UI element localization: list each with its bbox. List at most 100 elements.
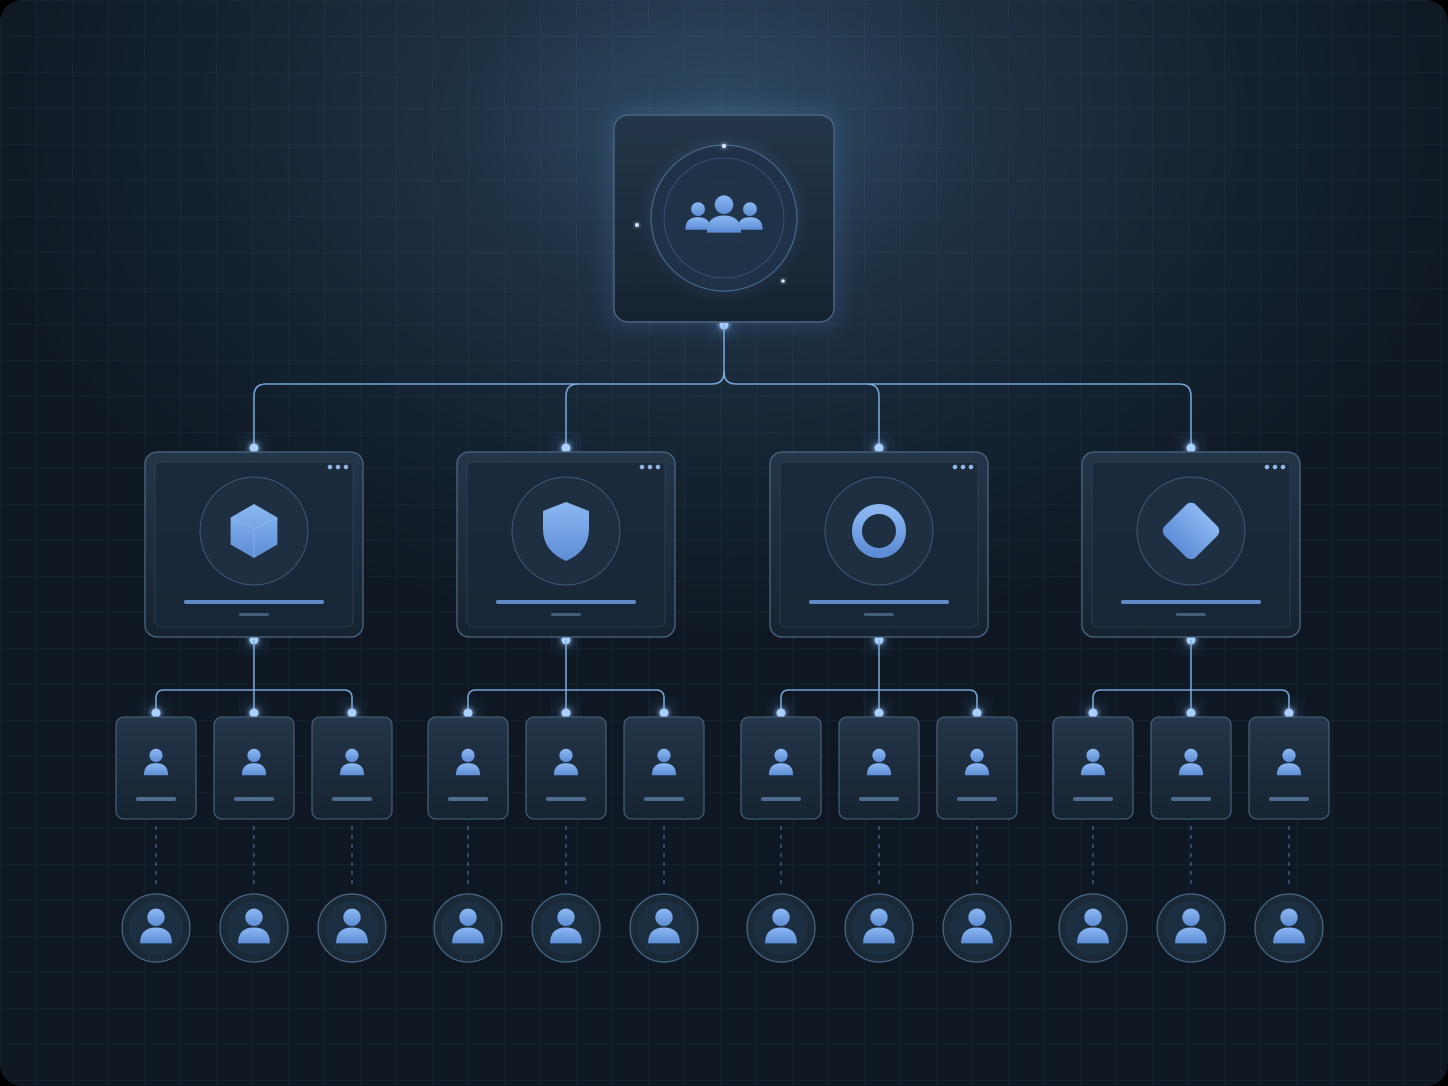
subordinate-avatar-2-2[interactable] — [531, 893, 601, 963]
subordinate-avatar-3-1[interactable] — [746, 893, 816, 963]
member-card-4-2[interactable] — [1150, 716, 1232, 820]
member-card-4-1[interactable] — [1052, 716, 1134, 820]
department-node-3[interactable] — [769, 451, 989, 638]
department-title-bar — [1121, 600, 1261, 604]
team-icon — [685, 195, 763, 233]
menu-dot — [335, 464, 341, 470]
connector-dot — [1284, 708, 1294, 718]
sparkle — [721, 143, 727, 149]
person-head — [743, 202, 757, 217]
hexagon-icon — [230, 504, 278, 558]
person-head — [343, 908, 361, 926]
subordinate-avatar-1-1[interactable] — [121, 893, 191, 963]
member-name-bar — [1073, 797, 1113, 801]
connector-dot — [1088, 708, 1098, 718]
subordinate-avatar-1-2[interactable] — [219, 893, 289, 963]
person-body — [452, 927, 484, 944]
member-name-bar — [332, 797, 372, 801]
person-head — [245, 908, 263, 926]
connector-dot — [874, 443, 884, 453]
member-card-2-1[interactable] — [427, 716, 509, 820]
member-card-3-1[interactable] — [740, 716, 822, 820]
person-body — [1273, 927, 1305, 944]
connector-dot — [249, 443, 259, 453]
avatar-person-icon — [550, 908, 582, 944]
more-options-icon[interactable] — [327, 464, 349, 470]
more-options-icon[interactable] — [952, 464, 974, 470]
connector-line — [253, 325, 725, 448]
person-head — [1280, 908, 1298, 926]
menu-dot — [327, 464, 333, 470]
department-subtitle-bar — [1176, 613, 1206, 616]
person-head — [1184, 748, 1198, 763]
subordinate-avatar-4-1[interactable] — [1058, 893, 1128, 963]
department-node-4[interactable] — [1081, 451, 1301, 638]
person-body — [866, 763, 892, 776]
team-member-center — [706, 195, 742, 233]
subordinate-avatar-3-3[interactable] — [942, 893, 1012, 963]
member-card-4-3[interactable] — [1248, 716, 1330, 820]
person-body — [964, 763, 990, 776]
subordinate-avatar-2-3[interactable] — [629, 893, 699, 963]
member-card-1-2[interactable] — [213, 716, 295, 820]
member-card-2-2[interactable] — [525, 716, 607, 820]
member-name-bar — [448, 797, 488, 801]
subordinate-avatar-2-1[interactable] — [433, 893, 503, 963]
person-head — [774, 748, 788, 763]
menu-dot — [647, 464, 653, 470]
connector-dot — [463, 708, 473, 718]
person-body — [1178, 763, 1204, 776]
member-card-3-2[interactable] — [838, 716, 920, 820]
avatar-person-icon — [961, 908, 993, 944]
person-body — [961, 927, 993, 944]
person-icon — [241, 748, 267, 776]
department-title-bar — [184, 600, 324, 604]
person-icon — [768, 748, 794, 776]
person-icon — [553, 748, 579, 776]
person-head — [772, 908, 790, 926]
member-card-2-3[interactable] — [623, 716, 705, 820]
sparkle — [781, 279, 785, 283]
person-body — [765, 927, 797, 944]
connector-dot — [151, 708, 161, 718]
person-icon — [339, 748, 365, 776]
department-subtitle-bar — [239, 613, 269, 616]
avatar-person-icon — [863, 908, 895, 944]
person-head — [655, 908, 673, 926]
shield-icon — [543, 502, 589, 561]
connector-line — [866, 383, 880, 448]
member-name-bar — [234, 797, 274, 801]
member-card-1-1[interactable] — [115, 716, 197, 820]
org-nodes — [115, 107, 1330, 963]
person-icon — [455, 748, 481, 776]
person-body — [768, 763, 794, 776]
person-body — [1077, 927, 1109, 944]
person-body — [1080, 763, 1106, 776]
team-member-left — [685, 202, 711, 230]
connector-line — [723, 371, 1192, 448]
connector-dot — [776, 708, 786, 718]
subordinate-avatar-3-2[interactable] — [844, 893, 914, 963]
member-card-3-3[interactable] — [936, 716, 1018, 820]
more-options-icon[interactable] — [639, 464, 661, 470]
avatar-person-icon — [140, 908, 172, 944]
root-node[interactable] — [606, 107, 842, 330]
menu-dot — [1264, 464, 1270, 470]
department-node-1[interactable] — [144, 451, 364, 638]
department-node-2[interactable] — [456, 451, 676, 638]
person-head — [559, 748, 573, 763]
connector-dot — [874, 708, 884, 718]
subordinate-avatar-4-2[interactable] — [1156, 893, 1226, 963]
member-card-1-3[interactable] — [311, 716, 393, 820]
menu-dot — [343, 464, 349, 470]
subordinate-avatar-4-3[interactable] — [1254, 893, 1324, 963]
person-head — [1086, 748, 1100, 763]
person-head — [1282, 748, 1296, 763]
more-options-icon[interactable] — [1264, 464, 1286, 470]
person-head — [461, 748, 475, 763]
menu-dot — [1272, 464, 1278, 470]
person-body — [238, 927, 270, 944]
person-head — [714, 195, 734, 214]
subordinate-avatar-1-3[interactable] — [317, 893, 387, 963]
avatar-person-icon — [765, 908, 797, 944]
